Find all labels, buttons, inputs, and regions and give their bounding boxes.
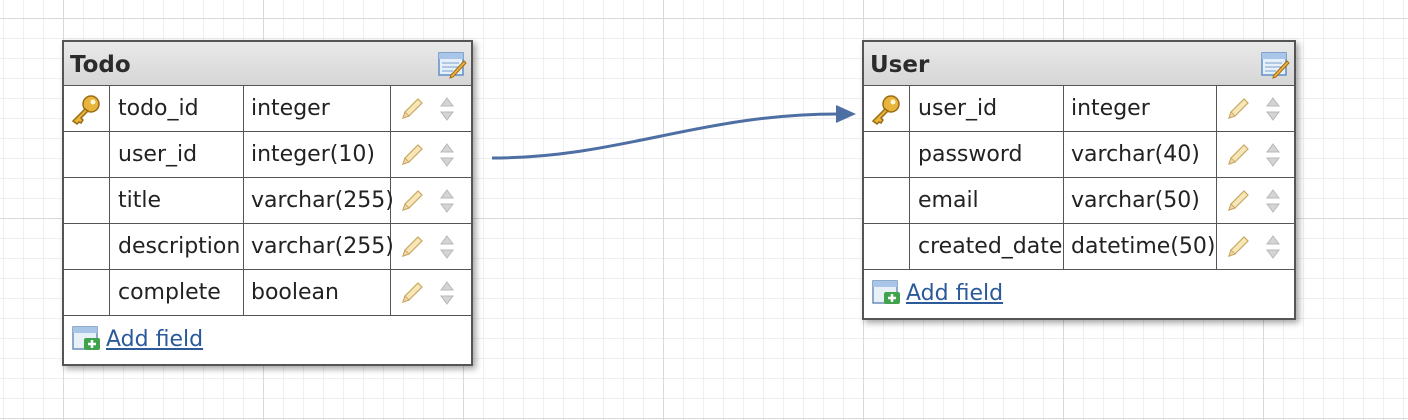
- field-actions: [391, 86, 455, 131]
- field-actions: [391, 224, 455, 269]
- key-cell: [864, 224, 910, 269]
- field-name[interactable]: password: [910, 132, 1064, 177]
- up-down-arrows-icon[interactable]: [439, 187, 455, 215]
- key-cell: [64, 178, 110, 223]
- field-type[interactable]: varchar(255): [244, 224, 394, 269]
- up-down-arrows-icon[interactable]: [439, 279, 455, 307]
- field-name[interactable]: email: [910, 178, 1064, 223]
- add-field-icon[interactable]: [72, 326, 102, 352]
- pencil-icon[interactable]: [399, 280, 425, 306]
- key-icon: [871, 94, 900, 125]
- field-name[interactable]: created_date: [910, 224, 1064, 269]
- pencil-icon[interactable]: [1225, 234, 1251, 260]
- field-actions: [1217, 224, 1281, 269]
- field-type[interactable]: integer: [244, 86, 391, 131]
- field-name[interactable]: user_id: [110, 132, 244, 177]
- field-type[interactable]: varchar(255): [244, 178, 394, 223]
- up-down-arrows-icon[interactable]: [1265, 95, 1281, 123]
- field-name[interactable]: title: [110, 178, 244, 223]
- field-actions: [391, 132, 455, 177]
- table-header[interactable]: Todo: [64, 42, 471, 86]
- add-field-link[interactable]: Add field: [106, 326, 204, 352]
- field-actions: [391, 178, 455, 223]
- add-field-row[interactable]: Add field: [64, 316, 471, 362]
- pencil-icon[interactable]: [1225, 142, 1251, 168]
- field-type[interactable]: boolean: [244, 270, 391, 315]
- field-type[interactable]: datetime(50): [1064, 224, 1217, 269]
- pencil-icon[interactable]: [399, 142, 425, 168]
- relationship-arrowhead: [836, 105, 856, 123]
- key-cell: [864, 132, 910, 177]
- table-title: Todo: [70, 52, 131, 78]
- up-down-arrows-icon[interactable]: [1265, 187, 1281, 215]
- field-name[interactable]: complete: [110, 270, 244, 315]
- up-down-arrows-icon[interactable]: [1265, 141, 1281, 169]
- edit-table-icon[interactable]: [1260, 51, 1290, 79]
- field-type[interactable]: varchar(40): [1064, 132, 1217, 177]
- key-cell: [64, 86, 110, 131]
- field-actions: [1217, 132, 1281, 177]
- field-name[interactable]: user_id: [910, 86, 1064, 131]
- field-type[interactable]: integer(10): [244, 132, 391, 177]
- key-cell: [64, 132, 110, 177]
- table-title: User: [870, 52, 930, 78]
- up-down-arrows-icon[interactable]: [1265, 233, 1281, 261]
- key-icon: [71, 94, 100, 125]
- relationship-line: [491, 112, 839, 160]
- key-cell: [864, 178, 910, 223]
- field-type[interactable]: integer: [1064, 86, 1217, 131]
- pencil-icon[interactable]: [1225, 96, 1251, 122]
- key-cell: [864, 86, 910, 131]
- field-actions: [1217, 178, 1281, 223]
- up-down-arrows-icon[interactable]: [439, 141, 455, 169]
- field-name[interactable]: description: [110, 224, 244, 269]
- edit-table-icon[interactable]: [437, 51, 467, 79]
- pencil-icon[interactable]: [399, 234, 425, 260]
- up-down-arrows-icon[interactable]: [439, 233, 455, 261]
- pencil-icon[interactable]: [399, 188, 425, 214]
- add-field-row[interactable]: Add field: [864, 270, 1294, 316]
- pencil-icon[interactable]: [1225, 188, 1251, 214]
- field-type[interactable]: varchar(50): [1064, 178, 1217, 223]
- add-field-icon[interactable]: [872, 280, 902, 306]
- table-header[interactable]: User: [864, 42, 1294, 86]
- add-field-link[interactable]: Add field: [906, 280, 1004, 306]
- field-name[interactable]: todo_id: [110, 86, 244, 131]
- field-actions: [391, 270, 455, 315]
- pencil-icon[interactable]: [399, 96, 425, 122]
- key-cell: [64, 270, 110, 315]
- up-down-arrows-icon[interactable]: [439, 95, 455, 123]
- key-cell: [64, 224, 110, 269]
- field-actions: [1217, 86, 1281, 131]
